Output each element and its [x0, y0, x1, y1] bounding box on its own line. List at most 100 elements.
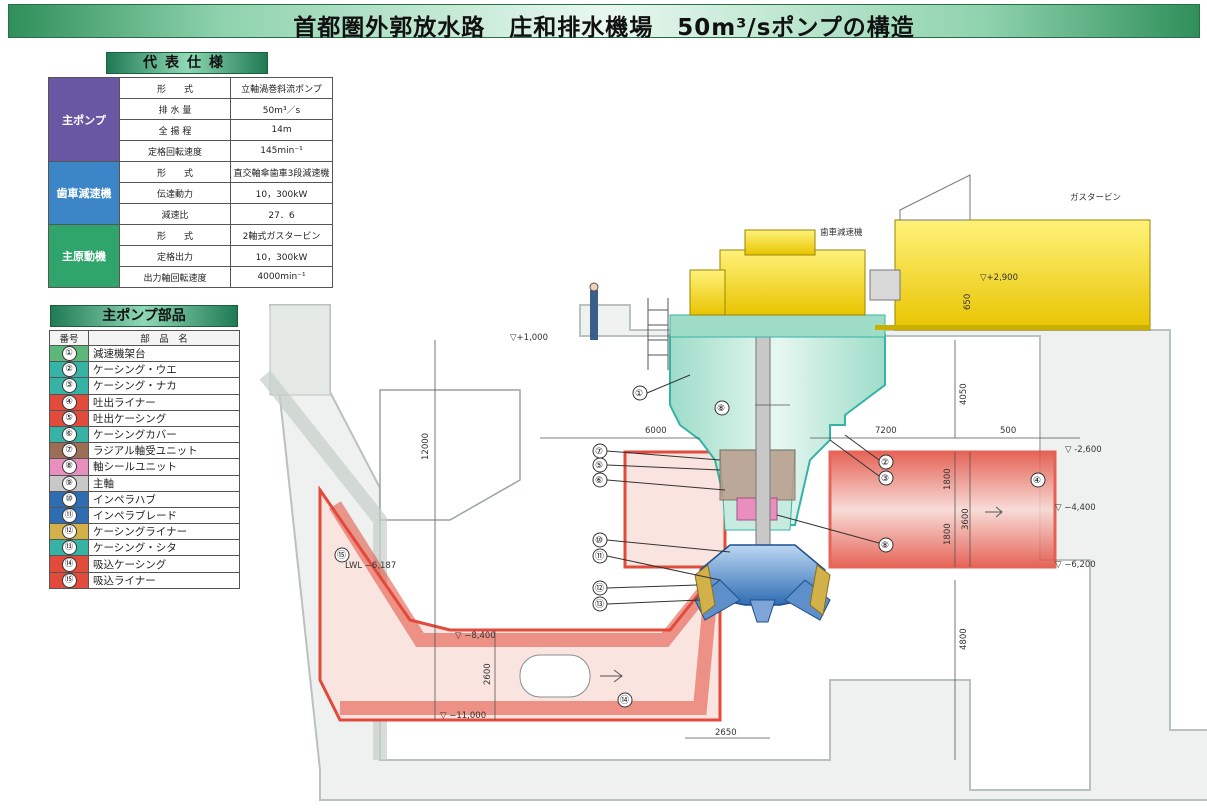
worker-head [589, 282, 599, 292]
spec-key: 形 式 [119, 224, 231, 246]
part-callouts: ① ② ③ ④ ⑤ ⑥ ⑦ ⑧ ⑧ ⑩ ⑪ ⑫ ⑬ ⑭ ⑮ [334, 374, 1046, 708]
callout-10: ⑩ [592, 532, 731, 553]
discharge-casing [623, 450, 1057, 569]
spec-group-gear-reducer: 歯車減速機 [48, 161, 120, 225]
svg-text:①: ① [635, 389, 643, 399]
spec-row: 全 揚 程 14m [49, 119, 333, 141]
dim-7200: 7200 [875, 426, 897, 436]
svg-text:⑭: ⑭ [620, 695, 629, 706]
pump-structure-diagram: ガスタービン 歯車減速機 LWL −6,187 ▽+1,000 ▽+2,900 … [259, 174, 1207, 801]
part-number-cell: ⑨ [49, 474, 89, 492]
part-number-cell: ⑦ [49, 442, 89, 460]
part-name: 吸込ケーシング [88, 555, 240, 573]
spec-row: 減速比 27．6 [49, 203, 333, 225]
part-name: 減速機架台 [88, 344, 240, 363]
elevation-m8400: ▽ −8,400 [455, 631, 496, 641]
label-lwl: LWL −6,187 [345, 561, 396, 571]
page-title: 首都圏外郭放水路 庄和排水機場 50m³/sポンプの構造 [293, 15, 915, 41]
part-name: ケーシングライナー [88, 523, 240, 541]
parts-section-label: 主ポンプ部品 [50, 305, 238, 327]
discharge-left [623, 450, 727, 569]
spec-key: 形 式 [119, 161, 231, 183]
diagram-labels: ガスタービン 歯車減速機 LWL −6,187 ▽+1,000 ▽+2,900 … [345, 192, 1121, 738]
callout-14: ⑭ [617, 692, 633, 708]
part-number-cell: ⑥ [49, 425, 89, 444]
callout-5: ⑤ [592, 457, 721, 473]
spec-key: 定格出力 [119, 245, 231, 267]
callout-4: ④ [1030, 472, 1046, 488]
dim-4800: 4800 [959, 628, 969, 650]
svg-text:④: ④ [1033, 476, 1041, 486]
parts-row: ② ケーシング・ウエ [49, 361, 240, 379]
elevation-gt: ▽+2,900 [980, 273, 1018, 283]
dim-12000: 12000 [421, 433, 431, 460]
part-name: ケーシング・ウエ [88, 361, 240, 379]
callout-12: ⑫ [592, 580, 698, 596]
elevation-m6200: ▽ −6,200 [1055, 560, 1096, 570]
svg-text:⑤: ⑤ [595, 461, 603, 471]
part-number-badge: ⑥ [61, 427, 77, 443]
spec-key: 減速比 [119, 203, 231, 225]
spec-row: 定格回転速度 145min⁻¹ [49, 140, 333, 162]
part-name: 吐出ライナー [88, 393, 240, 411]
part-name: インペラハブ [88, 490, 240, 508]
part-number-badge: ② [61, 362, 77, 378]
part-number-cell: ⑭ [49, 555, 89, 573]
coupling [869, 269, 901, 301]
part-number-badge: ④ [61, 394, 77, 410]
part-name: ラジアル軸受ユニット [88, 442, 240, 460]
part-name: ケーシング・シタ [88, 539, 240, 557]
spec-key: 排 水 量 [119, 98, 231, 120]
spec-key: 伝達動力 [119, 182, 231, 204]
part-number-cell: ⑧ [49, 458, 89, 476]
svg-text:⑩: ⑩ [595, 536, 603, 546]
dimension-lines [434, 340, 1080, 760]
svg-text:⑪: ⑪ [595, 551, 604, 562]
parts-row: ④ 吐出ライナー [49, 393, 240, 411]
parts-row: ⑭ 吸込ケーシング [49, 555, 240, 573]
gear-reducer-side [689, 269, 726, 316]
gas-turbine-intake [899, 174, 971, 221]
part-number-cell: ⑤ [49, 409, 89, 427]
suction-inlet [519, 654, 591, 698]
spec-value: 立軸渦巻斜流ポンプ [230, 77, 333, 99]
part-number-badge: ⑭ [61, 556, 77, 572]
callout-11: ⑪ [592, 548, 721, 581]
parts-header-row: 番号 部 品 名 [49, 330, 240, 346]
spec-row: 定格出力 10，300kW [49, 245, 333, 267]
elevation-m11000: ▽ −11,000 [440, 711, 486, 721]
flow-arrow-suction [600, 669, 623, 683]
spec-group-main-pump: 主ポンプ [48, 77, 120, 162]
part-number-badge: ⑮ [61, 572, 77, 588]
casing-liner-right [809, 564, 831, 616]
part-name: インペラブレード [88, 506, 240, 525]
callout-6: ⑥ [592, 472, 726, 491]
gas-turbine-body [894, 219, 1151, 331]
flow-arrow-discharge [985, 506, 1003, 518]
callout-1: ① [632, 374, 691, 401]
dim-2650: 2650 [715, 728, 737, 738]
svg-text:⑮: ⑮ [337, 550, 346, 561]
part-name: ケーシング・ナカ [88, 377, 240, 395]
part-number-badge: ① [61, 346, 77, 362]
dim-650: 650 [963, 294, 973, 310]
part-number-cell: ⑩ [49, 490, 89, 508]
part-number-cell: ⑫ [49, 523, 89, 541]
ladder [647, 298, 669, 370]
dim-1800-lower: 1800 [943, 523, 953, 545]
part-number-cell: ② [49, 361, 89, 379]
gear-reducer-body [719, 249, 866, 316]
callout-13: ⑬ [592, 596, 701, 612]
label-gear-reducer: 歯車減速機 [820, 227, 863, 238]
callout-3: ③ [829, 439, 894, 486]
spec-group-prime-mover: 主原動機 [48, 224, 120, 288]
